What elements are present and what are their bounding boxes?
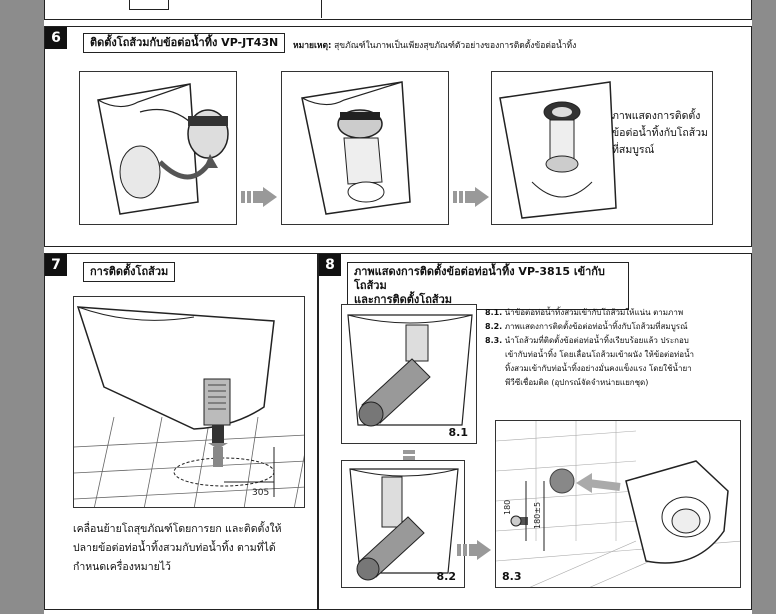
note-label: หมายเหตุ: <box>293 41 332 51</box>
left-page-edge <box>0 0 44 614</box>
title-line-1: ภาพแสดงการติดตั้งข้อต่อท่อน้ำทิ้ง VP-381… <box>354 265 605 292</box>
previous-section-icon <box>129 0 169 10</box>
instruction-continuation: พีวีซีเชื่อมติด (อุปกรณ์จัดจำหน่ายแยกชุด… <box>505 378 649 387</box>
instruction-continuation: เข้ากับท่อน้ำทิ้ง โดยเลื่อนโถส้วมเข้าผนั… <box>505 350 695 359</box>
panel-8-3: 180 180±5 8.3 <box>495 420 741 588</box>
panel-8-2: 8.2 <box>341 460 465 588</box>
step-6-number: 6 <box>45 27 67 49</box>
title-line-2: และการติดตั้งโถส้วม <box>354 293 452 306</box>
step-6-illustration-1 <box>79 71 237 225</box>
step-7-number: 7 <box>45 254 67 276</box>
arrow-right-2 <box>453 187 489 207</box>
step-6-illustration-2 <box>281 71 449 225</box>
step-7-section: 7 การติดตั้งโถส้วม 305 เคลื่อนย้ายโถสุขภ… <box>44 253 318 610</box>
right-page-edge <box>752 0 776 614</box>
instruction-item: 8.3. นำโถส้วมที่ติดตั้งข้อต่อท่อน้ำทิ้งเ… <box>485 336 689 345</box>
dimension-180-tolerance: 180±5 <box>533 502 542 529</box>
toilet-placement-drawing: 305 <box>74 306 304 507</box>
step-7-illustration: 305 <box>73 296 305 508</box>
step-6-title: ติดตั้งโถส้วมกับข้อต่อน้ำทิ้ง VP-JT43N <box>83 33 286 53</box>
connector-complete-drawing <box>349 468 459 581</box>
connector-attach-drawing <box>347 314 473 427</box>
toilet-connector-complete-drawing <box>499 81 617 219</box>
caption-line: กำหนดเครื่องหมายไว้ <box>73 561 171 573</box>
dimension-305: 305 <box>252 488 269 498</box>
caption-line: ปลายข้อต่อท่อน้ำทิ้งสวมกับท่อน้ำทิ้ง ตาม… <box>73 542 276 554</box>
toilet-connector-seated-drawing <box>301 81 411 215</box>
caption-line: ที่สมบูรณ์ <box>612 144 655 156</box>
previous-section-divider <box>321 0 322 18</box>
caption-line: ข้อต่อน้ำทิ้งกับโถส้วม <box>612 127 708 139</box>
step-7-caption: เคลื่อนย้ายโถสุขภัณฑ์โดยการยก และติดตั้ง… <box>73 520 313 577</box>
step-6-caption: ภาพแสดงการติดตั้ง ข้อต่อน้ำทิ้งกับโถส้วม… <box>612 108 712 159</box>
caption-line: เคลื่อนย้ายโถสุขภัณฑ์โดยการยก และติดตั้ง… <box>73 523 282 535</box>
previous-section-frame <box>44 0 752 20</box>
arrow-right-3 <box>457 540 491 560</box>
step-6-section: 6 ติดตั้งโถส้วมกับข้อต่อน้ำทิ้ง VP-JT43N… <box>44 26 752 247</box>
panel-8-1: 8.1 <box>341 304 477 444</box>
dimension-180: 180 <box>503 500 512 515</box>
instruction-item: 8.1. นำข้อต่อท่อน้ำทิ้งสวมเข้ากับโถส้วมใ… <box>485 308 684 317</box>
panel-label-8-2: 8.2 <box>436 570 457 583</box>
caption-line: ภาพแสดงการติดตั้ง <box>612 110 701 122</box>
step-7-title: การติดตั้งโถส้วม <box>83 262 176 282</box>
toilet-wall-install-drawing: 180 180±5 <box>496 421 740 587</box>
step-6-note: หมายเหตุ: สุขภัณฑ์ในภาพเป็นเพียงสุขภัณฑ์… <box>293 38 576 52</box>
step-8-section: 8 ภาพแสดงการติดตั้งข้อต่อท่อน้ำทิ้ง VP-3… <box>318 253 752 610</box>
step-8-instructions: 8.1. นำข้อต่อท่อน้ำทิ้งสวมเข้ากับโถส้วมใ… <box>485 306 749 390</box>
instruction-continuation: ทิ้งสวมเข้ากับท่อน้ำทิ้งอย่างมั่นคงแข็งแ… <box>505 364 692 373</box>
step-8-number: 8 <box>319 254 341 276</box>
arrow-right-1 <box>241 187 277 207</box>
panel-label-8-3: 8.3 <box>502 570 522 583</box>
instruction-item: 8.2. ภาพแสดงการติดตั้งข้อต่อท่อน้ำทิ้งกั… <box>485 322 688 331</box>
panel-label-8-1: 8.1 <box>448 426 469 439</box>
note-text: สุขภัณฑ์ในภาพเป็นเพียงสุขภัณฑ์ตัวอย่างขอ… <box>334 41 577 51</box>
step-8-title: ภาพแสดงการติดตั้งข้อต่อท่อน้ำทิ้ง VP-381… <box>347 262 629 310</box>
toilet-connector-insert-drawing <box>97 83 229 215</box>
step-6-illustration-3: ภาพแสดงการติดตั้ง ข้อต่อน้ำทิ้งกับโถส้วม… <box>491 71 713 225</box>
